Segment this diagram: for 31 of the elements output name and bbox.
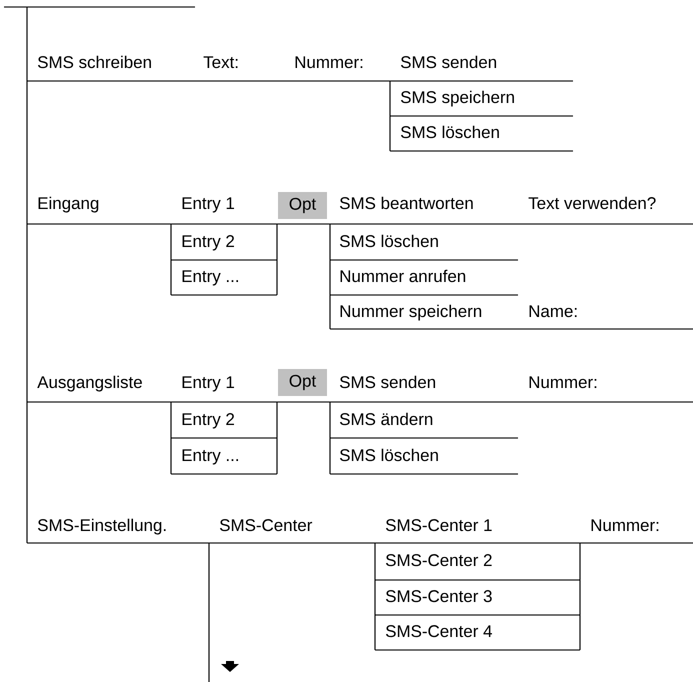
menu-item: Entry 1	[182, 197, 234, 212]
menu-item: Nummer anrufen	[340, 270, 466, 282]
menu-item: Nummer:	[592, 519, 658, 532]
menu-item: Nummer:	[530, 376, 596, 388]
menu-item: Entry 2	[182, 235, 234, 250]
menu-item: Text:	[204, 56, 238, 68]
menu-item: Eingang	[38, 196, 98, 212]
menu-item: Entry ...	[182, 449, 238, 464]
menu-item: SMS-Center	[220, 519, 312, 532]
menu-item: SMS löschen	[400, 126, 499, 138]
option-key: Opt	[278, 369, 327, 396]
menu-item: SMS löschen	[340, 234, 438, 248]
menu-item: SMS schreiben	[38, 56, 151, 68]
menu-item: SMS senden	[400, 56, 496, 68]
menu-item: SMS-Center 1	[386, 519, 492, 532]
menu-item: SMS speichern	[400, 90, 514, 107]
menu-item: SMS löschen	[340, 448, 438, 462]
option-key: Opt	[278, 192, 327, 219]
menu-item: SMS-Einstellung.	[38, 518, 166, 534]
menu-item: Nummer speichern	[340, 304, 482, 320]
menu-item: Entry 1	[182, 376, 234, 392]
menu-item: SMS-Center 2	[386, 554, 492, 566]
menu-item: Ausgangsliste	[37, 376, 142, 392]
menu-item: SMS ändern	[340, 412, 432, 426]
menu-item: Entry ...	[182, 270, 238, 286]
menu-item: Name:	[530, 305, 577, 318]
menu-item: Text verwenden?	[528, 196, 656, 210]
menu-item: Nummer:	[296, 56, 362, 68]
menu-item: SMS-Center 3	[386, 590, 492, 602]
menu-item: SMS-Center 4	[386, 625, 492, 638]
menu-item: Entry 2	[182, 413, 234, 428]
